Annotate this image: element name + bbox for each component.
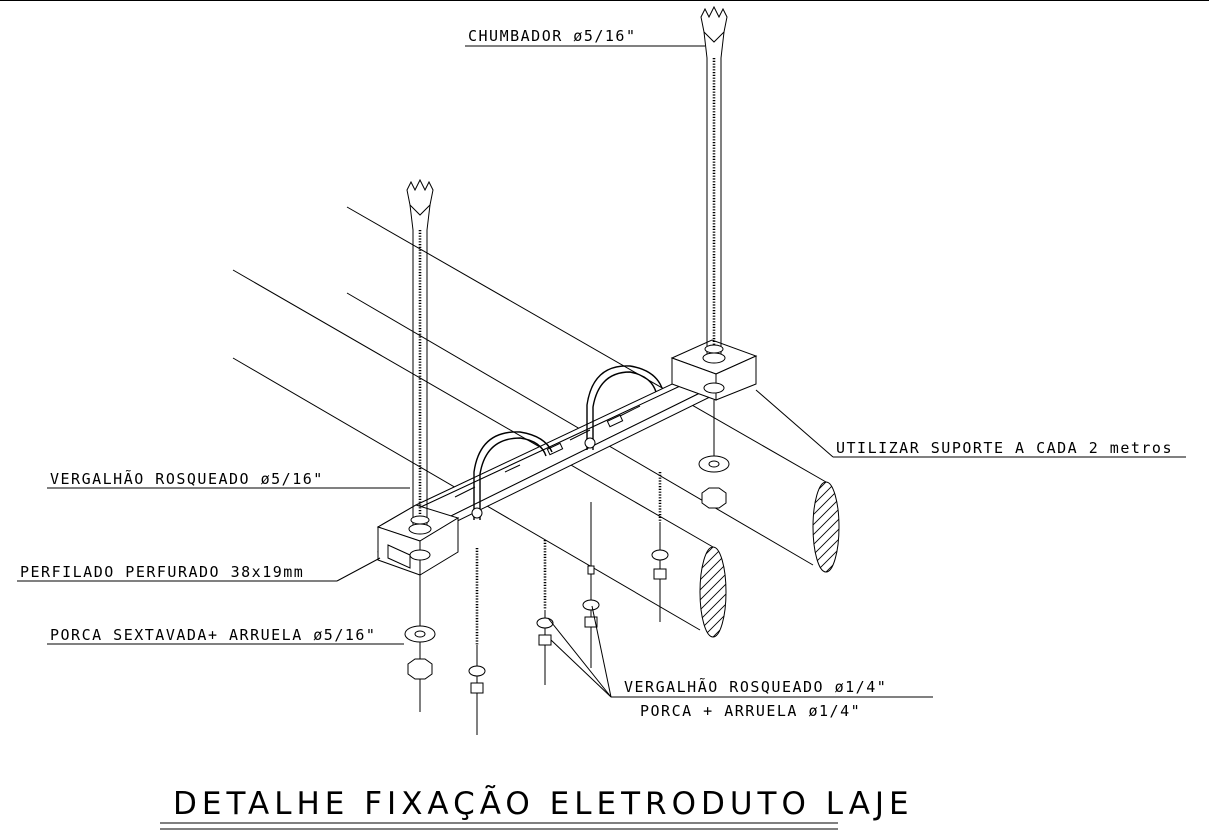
label-chumbador: CHUMBADOR ø5/16" xyxy=(465,27,705,47)
threaded-rod-quarter-3 xyxy=(582,502,600,668)
threaded-rod-quarter-2 xyxy=(536,540,554,685)
label-porca-14: PORCA + ARRUELA ø1/4" xyxy=(640,702,861,720)
threaded-rod-left xyxy=(406,178,434,712)
label-vergalhao-14: VERGALHÃO ROSQUEADO ø1/4" xyxy=(547,605,933,698)
label-porca-14-text: PORCA + ARRUELA ø1/4" xyxy=(640,702,861,720)
perforated-channel xyxy=(376,339,758,576)
u-bolt-front xyxy=(471,431,553,520)
label-perfilado: PERFILADO PERFURADO 38x19mm xyxy=(17,557,381,582)
label-vergalhao-516-text: VERGALHÃO ROSQUEADO ø5/16" xyxy=(50,469,324,488)
washer-nut-516-right xyxy=(698,455,730,509)
label-vergalhao-516: VERGALHÃO ROSQUEADO ø5/16" xyxy=(47,469,410,489)
washer-nut-516-left xyxy=(404,625,436,680)
label-suporte-text: UTILIZAR SUPORTE A CADA 2 metros xyxy=(836,439,1173,457)
label-porca-516-text: PORCA SEXTAVADA+ ARRUELA ø5/16" xyxy=(50,626,376,644)
label-porca-516: PORCA SEXTAVADA+ ARRUELA ø5/16" xyxy=(47,626,404,645)
threaded-rod-right xyxy=(700,5,728,465)
label-vergalhao-14-text: VERGALHÃO ROSQUEADO ø1/4" xyxy=(624,677,887,696)
u-bolt-back xyxy=(584,365,663,450)
drawing-title-text: DETALHE FIXAÇÃO ELETRODUTO LAJE xyxy=(173,786,914,822)
threaded-rod-quarter-1 xyxy=(468,548,486,735)
conduit-back xyxy=(346,206,840,573)
drawing-title: DETALHE FIXAÇÃO ELETRODUTO LAJE xyxy=(160,786,914,830)
label-chumbador-text: CHUMBADOR ø5/16" xyxy=(468,27,637,45)
threaded-rod-quarter-4 xyxy=(651,472,669,622)
label-suporte: UTILIZAR SUPORTE A CADA 2 metros xyxy=(755,389,1186,458)
label-perfilado-text: PERFILADO PERFURADO 38x19mm xyxy=(20,563,304,581)
